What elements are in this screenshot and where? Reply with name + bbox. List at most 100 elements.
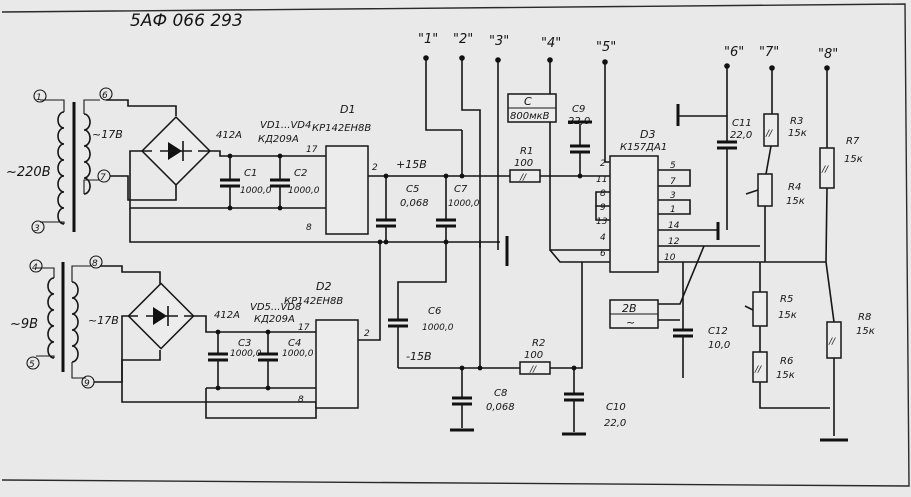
r1-slash: // bbox=[519, 173, 527, 183]
ic-d3: D3 К157ДА1 2 11 8 9 13 4 6 5 7 3 1 14 12… bbox=[549, 104, 826, 273]
junction-c4-top bbox=[265, 329, 271, 335]
r2-ref: R2 bbox=[532, 338, 545, 349]
meter-2v-label: 2В bbox=[622, 302, 637, 315]
lead-pin7 bbox=[83, 179, 100, 194]
rail-plus-label: +15В bbox=[396, 158, 427, 171]
c9-ref: C9 bbox=[572, 104, 585, 115]
r2-slash: // bbox=[529, 365, 537, 375]
pin-label-8: 8 bbox=[92, 259, 98, 269]
junction-c1-bottom bbox=[227, 205, 233, 211]
d3-rpin-12: 12 bbox=[668, 237, 680, 247]
c3-ref: C3 bbox=[238, 338, 251, 349]
rect-bottom-line1: 412A bbox=[214, 310, 240, 321]
c4-ref: C4 bbox=[288, 338, 301, 349]
r6-ref: R6 bbox=[780, 356, 793, 367]
primary-winding-bottom bbox=[47, 277, 55, 359]
r7-value: 15к bbox=[844, 154, 863, 165]
r7-ref: R7 bbox=[846, 136, 860, 147]
d3-type: К157ДА1 bbox=[620, 142, 667, 153]
r1-value: 100 bbox=[514, 158, 533, 169]
d3-rpin-7: 7 bbox=[670, 177, 676, 187]
output-terminals: "1" "2" "3" "4" "5" "6" "7" "8" bbox=[418, 32, 838, 71]
d3-pin-loop-8-9 bbox=[595, 191, 610, 207]
terminal-label-7: "7" bbox=[759, 45, 779, 60]
terminal-label-1: "1" bbox=[418, 32, 438, 47]
wire-r6-bottom bbox=[759, 382, 830, 409]
pin-circle-3 bbox=[31, 220, 45, 234]
rect-top-line1: 412A bbox=[216, 130, 242, 141]
d1-pin-in: 17 bbox=[306, 145, 318, 155]
r8-slash: // bbox=[828, 337, 836, 347]
c6-ref: C6 bbox=[428, 306, 441, 317]
wire-d2-out bbox=[358, 242, 381, 341]
pin-circle-1 bbox=[33, 89, 47, 103]
positive-supply: C1 1000,0 C2 1000,0 D1 КР142ЕН8В 17 2 8 … bbox=[129, 103, 510, 266]
d3-lpin-6: 6 bbox=[600, 249, 606, 259]
junction-c7 bbox=[443, 173, 449, 179]
document-code: 5АФ 066 293 bbox=[130, 11, 243, 31]
wire-terminal-5 bbox=[604, 64, 610, 163]
rect-bottom-line2: VD5...VD8 bbox=[250, 302, 301, 313]
junction-c3-top bbox=[215, 329, 221, 335]
d3-pin-loop-13 bbox=[595, 206, 610, 221]
junction-c5 bbox=[383, 173, 389, 179]
output-network-top: C11 22,0 // R3 15к R4 15к // R7 15к bbox=[717, 68, 863, 263]
primary-voltage-top: ~220В bbox=[6, 165, 51, 180]
c4-value: 1000,0 bbox=[282, 349, 314, 359]
terminal-label-8: "8" bbox=[818, 47, 838, 62]
junction-c8 bbox=[459, 365, 465, 371]
sheet-frame bbox=[1, 3, 910, 487]
r5-wiper bbox=[744, 305, 754, 311]
secondary-winding-bottom bbox=[71, 281, 79, 363]
transformer: 1 6 7 3 4 8 5 9 ~220В ~9В ~17В ~17В bbox=[6, 87, 123, 389]
rectifier-bridge-bottom: 412A VD5...VD8 КД209A bbox=[94, 265, 301, 383]
c10-ref: C10 bbox=[606, 402, 626, 413]
c11-value: 22,0 bbox=[730, 130, 752, 141]
rect-top-line3: КД209A bbox=[258, 134, 299, 145]
d3-pin-6-wire bbox=[549, 249, 610, 263]
d3-rpin-10: 10 bbox=[664, 253, 676, 263]
d2-ref: D2 bbox=[316, 280, 331, 293]
regulator-d2 bbox=[315, 319, 359, 409]
d3-lpin-2: 2 bbox=[600, 159, 606, 169]
r6-value: 15к bbox=[776, 370, 795, 381]
r4-wiper bbox=[745, 189, 759, 195]
junction-c2-top bbox=[277, 153, 283, 159]
input-filter: // R1 100 C9 22,0 C 800мкВ bbox=[507, 93, 610, 183]
terminal-dot-8 bbox=[824, 65, 830, 71]
r8-value: 15к bbox=[856, 326, 875, 337]
rect-top-line2: VD1...VD4 bbox=[260, 120, 311, 131]
pin-label-5: 5 bbox=[29, 360, 35, 370]
wire-meter-2v bbox=[658, 245, 705, 305]
terminal-label-3: "3" bbox=[489, 34, 509, 49]
wire-r2-d3 bbox=[550, 262, 583, 369]
c2-ref: C2 bbox=[294, 168, 307, 179]
wire-r8-top bbox=[825, 261, 835, 323]
c6-value: 1000,0 bbox=[422, 323, 454, 333]
r2-value: 100 bbox=[524, 350, 543, 361]
c1-ref: C1 bbox=[244, 168, 257, 179]
c7-value: 1000,0 bbox=[448, 199, 480, 209]
terminal-dot-2 bbox=[459, 55, 465, 61]
d2-pin-out: 2 bbox=[364, 329, 370, 339]
wire-r7-down bbox=[825, 187, 828, 263]
c8-ref: C8 bbox=[494, 388, 507, 399]
c3-value: 1000,0 bbox=[230, 349, 262, 359]
pin-label-1: 1 bbox=[36, 93, 42, 103]
junction-c10 bbox=[571, 365, 577, 371]
junction-c1-top bbox=[227, 153, 233, 159]
rectifier-bridge-top: 412A VD1...VD4 КД209A bbox=[106, 99, 311, 201]
c5-ref: C5 bbox=[406, 184, 419, 195]
c8-value: 0,068 bbox=[486, 402, 515, 413]
c6-top-lead bbox=[397, 242, 447, 320]
primary-winding-top bbox=[57, 111, 65, 225]
pin-label-6: 6 bbox=[102, 91, 108, 101]
resistor-r5 bbox=[752, 291, 768, 327]
r3-value: 15к bbox=[788, 128, 807, 139]
r6-slash: // bbox=[754, 365, 762, 375]
lead-pin5 bbox=[36, 355, 55, 358]
primary-voltage-bottom: ~9В bbox=[10, 317, 38, 332]
r7-slash: // bbox=[821, 165, 829, 175]
wire-bridge-top-ac2 bbox=[110, 175, 177, 201]
